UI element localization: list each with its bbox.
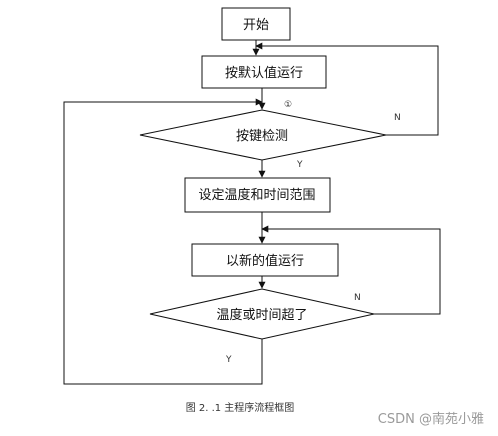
run-default-text: 按默认值运行 [225, 65, 303, 81]
run-new-box [191, 243, 339, 277]
start-text: 开始 [243, 18, 269, 33]
timeout-check-text: 温度或时间超了 [216, 307, 307, 323]
set-range-text: 设定温度和时间范围 [198, 187, 315, 203]
figure-caption: 图 2. .1 主程序流程框图 [186, 401, 295, 414]
arrow-timeout-y-loop [63, 98, 263, 385]
arrow-key-detect-n-loop [255, 42, 439, 136]
marker-label: ① [284, 100, 292, 110]
start-box [221, 7, 291, 41]
set-range-box [184, 177, 331, 213]
watermark: CSDN @南苑小雅 [378, 411, 484, 427]
y-label-bottom: Y [225, 355, 232, 365]
key-detect-text: 按键检测 [236, 129, 288, 144]
y-label-top: Y [296, 160, 303, 170]
run-new-text: 以新的值运行 [226, 253, 304, 269]
run-default-box [201, 55, 327, 89]
n-label-top: N [394, 113, 401, 123]
arrow-timeout-n-loop [261, 225, 441, 315]
n-label-bottom: N [354, 293, 361, 303]
